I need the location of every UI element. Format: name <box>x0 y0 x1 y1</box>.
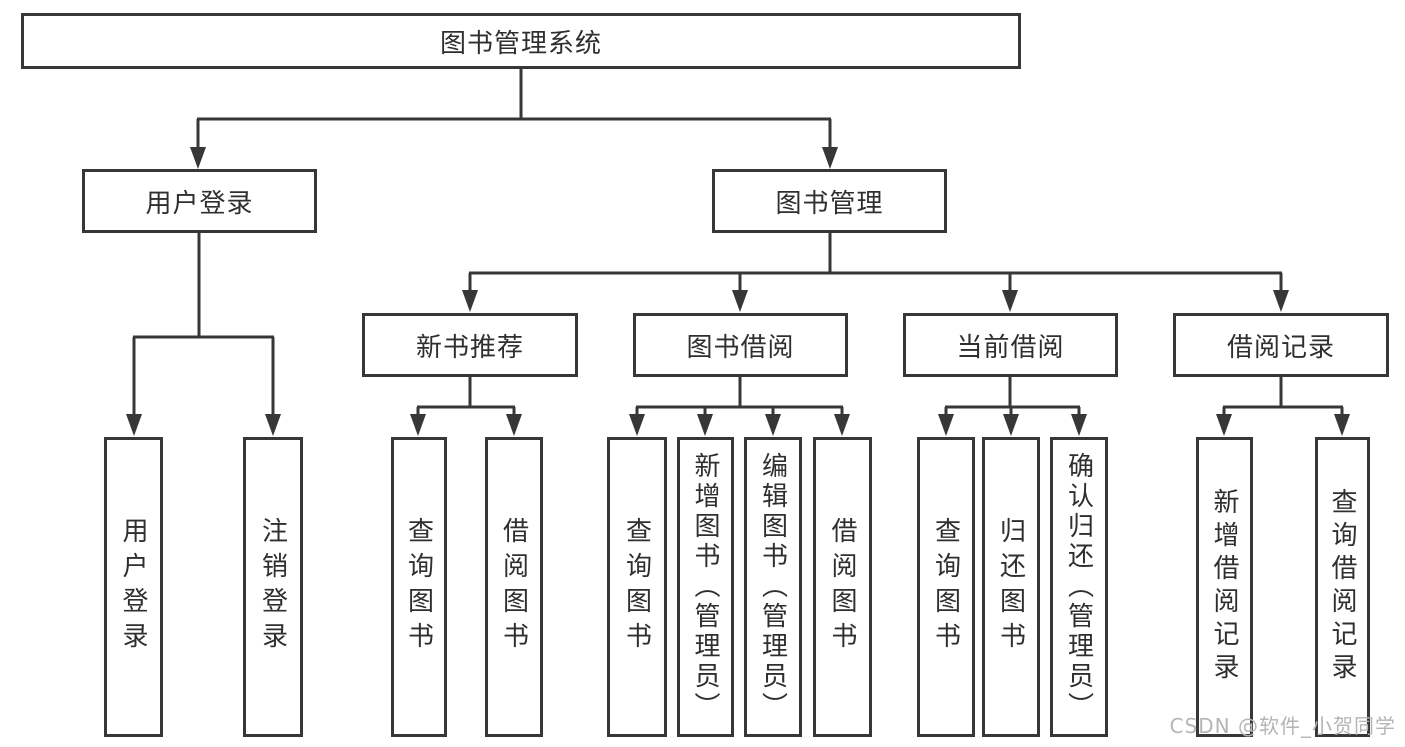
node-book-borrow: 图书借阅 <box>633 313 848 377</box>
leaf-query-borrow-record: 查询借阅记录 <box>1315 437 1370 737</box>
node-current-borrow: 当前借阅 <box>903 313 1118 377</box>
leaf-add-borrow-record: 新增借阅记录 <box>1196 437 1253 737</box>
leaf-return-book: 归还图书 <box>982 437 1040 737</box>
node-new-book-recommend: 新书推荐 <box>362 313 578 377</box>
node-user-login: 用户登录 <box>82 169 317 233</box>
leaf-edit-book-admin: 编辑图书（管理员） <box>744 437 802 737</box>
csdn-watermark: CSDN @软件_小贺同学 <box>1169 714 1396 738</box>
leaf-borrow-book-recommend: 借阅图书 <box>485 437 543 737</box>
node-book-management: 图书管理 <box>712 169 947 233</box>
leaf-confirm-return-admin: 确认归还（管理员） <box>1050 437 1108 737</box>
node-library-management-system: 图书管理系统 <box>21 13 1021 69</box>
leaf-logout: 注销登录 <box>243 437 303 737</box>
node-borrow-record: 借阅记录 <box>1173 313 1389 377</box>
leaf-add-book-admin: 新增图书（管理员） <box>677 437 734 737</box>
leaf-query-book-recommend: 查询图书 <box>391 437 447 737</box>
leaf-borrow-book: 借阅图书 <box>813 437 872 737</box>
leaf-user-login: 用户登录 <box>104 437 163 737</box>
leaf-query-book-borrow: 查询图书 <box>607 437 667 737</box>
leaf-query-book-current: 查询图书 <box>917 437 975 737</box>
